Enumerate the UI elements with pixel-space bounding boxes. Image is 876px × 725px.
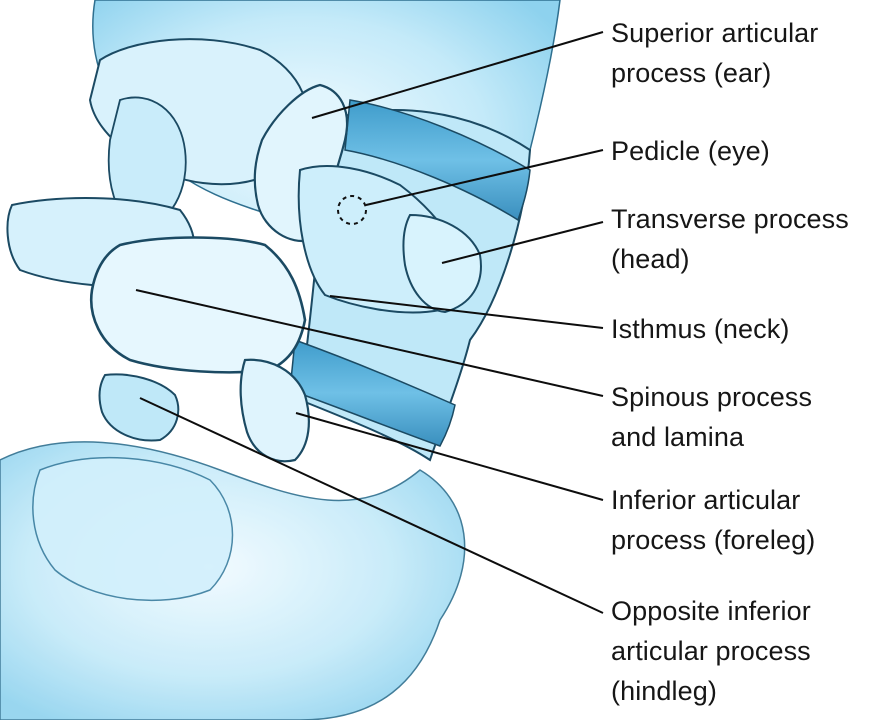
- leader-line-pedicle: [365, 149, 604, 206]
- label-line: Opposite inferior: [611, 596, 811, 626]
- label-line: and lamina: [611, 422, 745, 452]
- leader-line-opposite: [139, 397, 604, 614]
- leader-line-superior: [311, 31, 604, 119]
- label-line: Spinous process: [611, 382, 813, 412]
- leader-line-isthmus: [329, 295, 604, 329]
- inferior-articular-process-shape: [239, 358, 310, 463]
- label-pedicle: Pedicle (eye): [611, 131, 770, 171]
- label-line: Pedicle (eye): [611, 136, 770, 166]
- label-line: (head): [611, 244, 690, 274]
- opposite-inferior-articular-process-shape: [98, 373, 180, 442]
- pedicle-eye-marker: [337, 195, 367, 225]
- leader-line-spinous: [135, 289, 604, 397]
- leader-line-transverse: [441, 221, 604, 264]
- label-line: (hindleg): [611, 676, 717, 706]
- label-line: articular process: [611, 636, 811, 666]
- upper-disc: [344, 99, 531, 222]
- label-spinous-process-and-lamina: Spinous process and lamina: [611, 377, 812, 457]
- label-inferior-articular-process: Inferior articular process (foreleg): [611, 480, 815, 560]
- upper-pars: [107, 96, 187, 231]
- leader-line-inferior: [295, 412, 604, 501]
- label-line: process (ear): [611, 58, 772, 88]
- lower-disc: [289, 338, 456, 447]
- label-line: Isthmus (neck): [611, 314, 790, 344]
- label-opposite-inferior-articular-process: Opposite inferior articular process (hin…: [611, 591, 811, 711]
- label-isthmus: Isthmus (neck): [611, 309, 789, 349]
- label-line: Transverse process: [611, 204, 849, 234]
- label-superior-articular-process: Superior articular process (ear): [611, 13, 818, 93]
- label-line: process (foreleg): [611, 525, 816, 555]
- lower-lamina: [32, 456, 234, 602]
- label-line: Superior articular: [611, 18, 819, 48]
- label-transverse-process: Transverse process (head): [611, 199, 849, 279]
- label-line: Inferior articular: [611, 485, 801, 515]
- leader-lines: [135, 31, 604, 614]
